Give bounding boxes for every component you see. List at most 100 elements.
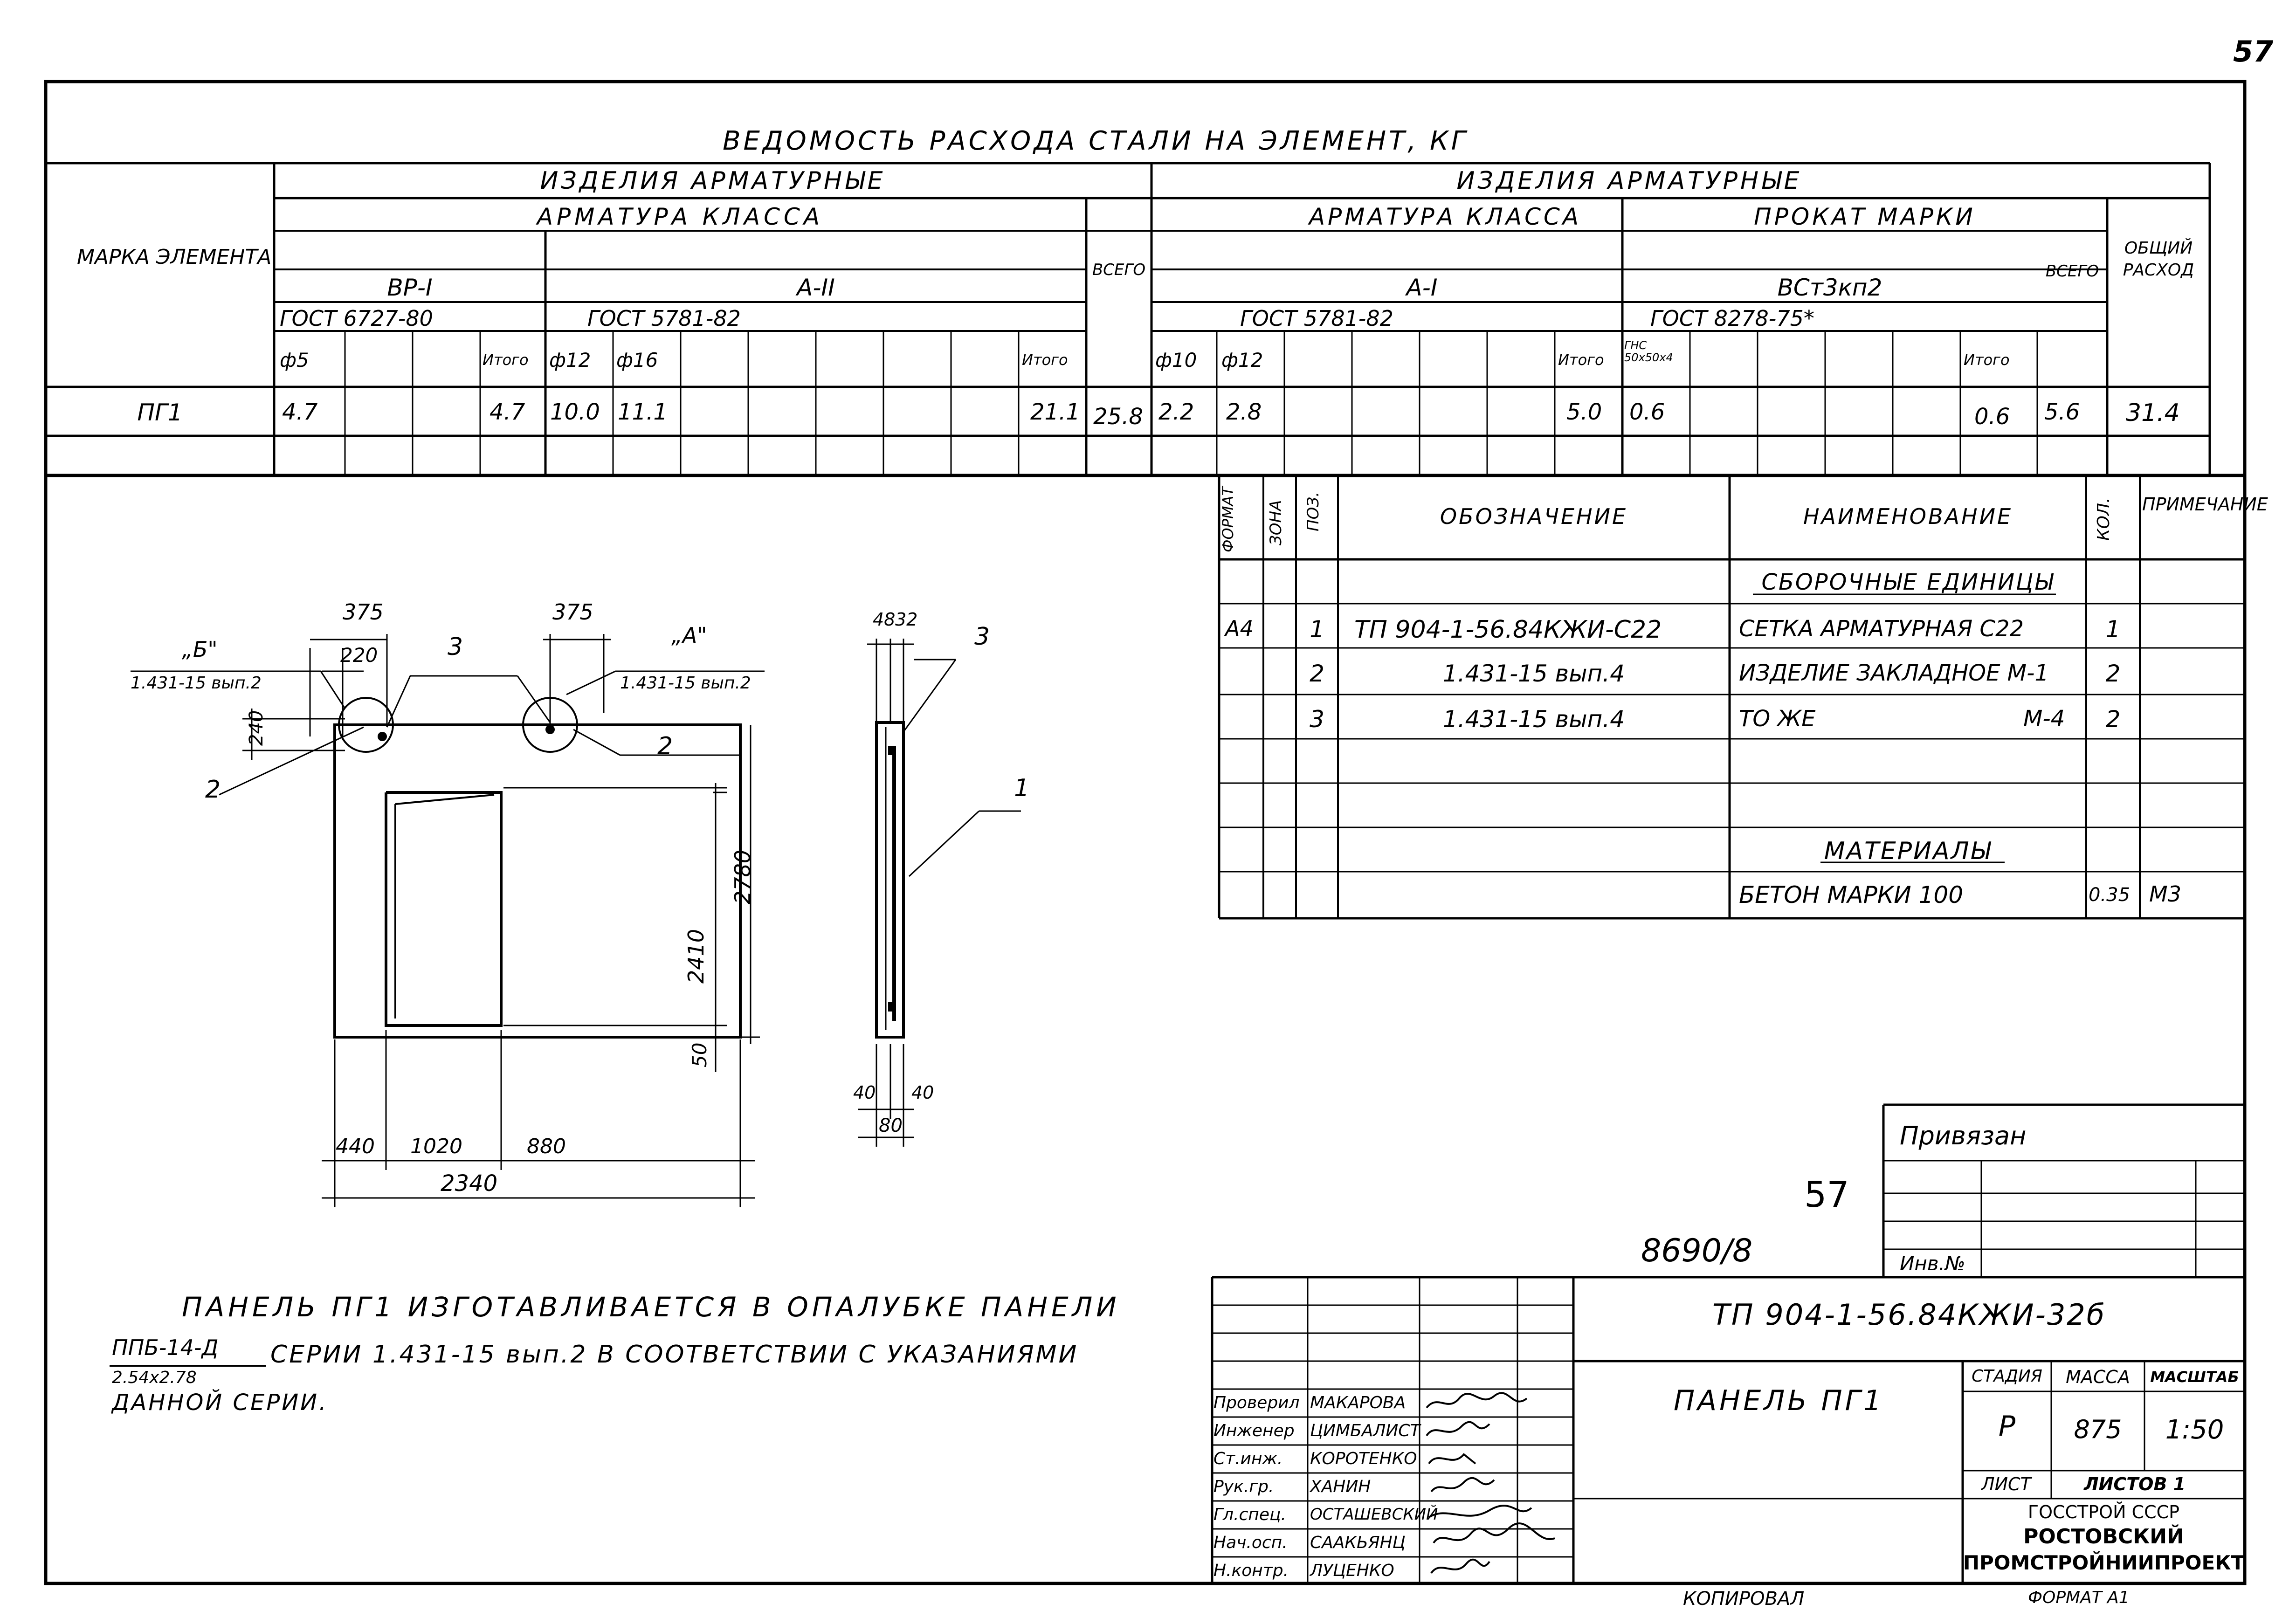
class-a1: A-I [1406,274,1438,301]
side-dim-48: 48 [873,609,896,630]
stamp-masshtab-value: 1:50 [2165,1415,2224,1445]
dim-2340: 2340 [441,1170,498,1197]
spec-h-note: ПРИМЕЧАНИЕ [2142,494,2268,515]
pos-2-right-label: 2 [657,732,673,760]
row-d10: 2.2 [1158,399,1194,425]
spec-row-3-pos: 3 [1310,706,1324,733]
row-itogo-2: 21.1 [1030,399,1080,425]
stamp-name-7: ЛУЦЕНКО [1310,1561,1394,1580]
header-total-left: ВСЕГО [1092,261,1146,279]
stamp-listov-label: ЛИСТОВ 1 [2084,1474,2186,1494]
row-itogo-4: 0.6 [1974,404,2010,430]
row-d12: 10.0 [550,399,600,425]
stamp-name-1: МАКАРОВА [1310,1393,1406,1412]
dim-50: 50 [688,1042,711,1067]
stamp-name-3: КОРОТЕНКО [1310,1449,1417,1468]
header-total-right: ВСЕГО [2045,262,2099,281]
spec-beton-unit: М3 [2149,881,2181,907]
header-class-left: АРМАТУРА КЛАССА [537,203,824,230]
stamp-org-1: ГОССТРОЙ СССР [2027,1502,2180,1522]
spec-row-3-name-mark: М-4 [2023,706,2065,732]
header-mark-element: МАРКА ЭЛЕМЕНТА [77,245,272,269]
stamp-name-2: ЦИМБАЛИСТ [1310,1421,1420,1440]
row-itogo-1: 4.7 [490,399,525,425]
dim-220: 220 [340,644,378,667]
row-itogo-3: 5.0 [1566,399,1602,425]
header-group-left: ИЗДЕЛИЯ АРМАТУРНЫЕ [540,167,886,195]
stamp-org-2: РОСТОВСКИЙ [2023,1525,2184,1548]
pos-3-label: 3 [448,633,463,661]
view-a-mark: „А" [671,623,707,648]
spec-beton: БЕТОН МАРКИ 100 [1739,881,1964,908]
stamp-role-5: Гл.спец. [1214,1505,1286,1524]
number-57: 57 [1804,1174,1849,1215]
stamp-name-4: ХАНИН [1310,1477,1371,1496]
note-fraction-top: ППБ-14-Д [112,1335,219,1360]
spec-section-assemblies: СБОРОЧНЫЕ ЕДИНИЦЫ [1761,569,2055,595]
spec-section-materials: МАТЕРИАЛЫ [1824,837,1992,865]
spec-row-3-designation: 1.431-15 вып.4 [1442,706,1625,733]
stamp-code: ТП 904-1-56.84КЖИ-32б [1712,1298,2106,1332]
spec-row-3-qty: 2 [2105,706,2121,733]
col-d5: ф5 [280,349,309,372]
col-d16: ф16 [616,349,658,372]
gost-bp: ГОСТ 6727-80 [280,306,433,331]
header-general: ОБЩИЙ РАСХОД [2123,239,2194,280]
row-mark: ПГ1 [137,399,183,426]
stamp-massa-value: 875 [2074,1415,2122,1444]
row-total-2: 5.6 [2044,399,2080,425]
gost-prokat: ГОСТ 8278-75* [1650,306,1814,331]
dim-2410: 2410 [683,929,709,984]
side-pos-1-label: 1 [1014,774,1030,802]
spec-h-designation: ОБОЗНАЧЕНИЕ [1440,504,1628,529]
gost-a2: ГОСТ 5781-82 [587,306,741,331]
spec-row-2-name: ИЗДЕЛИЕ ЗАКЛАДНОЕ М-1 [1739,660,2049,686]
class-a2: A-II [797,274,835,301]
spec-h-zone: ЗОНА [1267,500,1285,545]
spec-row-3-name: ТО ЖЕ [1739,706,1816,732]
row-gns: 0.6 [1629,399,1665,425]
header-prokat: ПРОКАТ МАРКИ [1754,203,1976,230]
col-gns: ГНС 50х50х4 [1624,339,1673,365]
dim-2780: 2780 [730,849,755,904]
stamp-massa-label: МАССА [2066,1367,2130,1387]
stamp-name-6: СААКЬЯНЦ [1310,1533,1406,1552]
spec-row-2-pos: 2 [1310,660,1324,687]
spec-row-1-format: А4 [1225,616,1254,641]
stamp-role-3: Ст.инж. [1214,1449,1283,1468]
side-dim-80: 80 [879,1115,903,1136]
class-bp1: ВР-I [387,274,433,301]
spec-row-1-qty: 1 [2105,616,2121,643]
dim-240: 240 [246,710,267,746]
note-fraction-bottom: 2.54х2.78 [112,1368,197,1387]
signatures [1426,1392,1555,1574]
row-general: 31.4 [2126,399,2180,427]
page-number: 57 [2233,34,2274,69]
spec-row-1-pos: 1 [1310,616,1324,643]
side-dim-32: 32 [895,609,918,630]
stamp-name-5: ОСТАШЕВСКИЙ [1310,1505,1438,1524]
dim-375-right: 375 [552,599,593,625]
format-label: ФОРМАТ А1 [2028,1588,2130,1607]
number-8690: 8690/8 [1641,1232,1753,1269]
dim-440: 440 [336,1135,375,1158]
stamp-stadiya-value: Р [1998,1410,2016,1443]
spec-row-2-qty: 2 [2105,660,2121,687]
col-d12: ф12 [549,349,591,372]
pos-2-left-label: 2 [205,776,221,804]
dim-1020: 1020 [410,1135,462,1158]
stamp-role-6: Нач.осп. [1214,1533,1288,1552]
row-total-1: 25.8 [1093,404,1143,430]
side-dim-40-left: 40 [853,1082,876,1103]
stamp-role-7: Н.контр. [1214,1561,1289,1580]
spec-h-qty: КОЛ. [2094,497,2113,541]
inv-no-label: Инв.№ [1900,1252,1965,1275]
view-b-ref: 1.431-15 вып.2 [131,674,262,693]
row-d5: 4.7 [282,399,318,425]
col-d12b: ф12 [1221,349,1263,372]
dim-375-left: 375 [343,599,384,625]
spec-h-pos: ПОЗ. [1304,492,1323,531]
col-itogo-4: Итого [1964,351,2010,369]
side-dim-40-right: 40 [911,1082,934,1103]
